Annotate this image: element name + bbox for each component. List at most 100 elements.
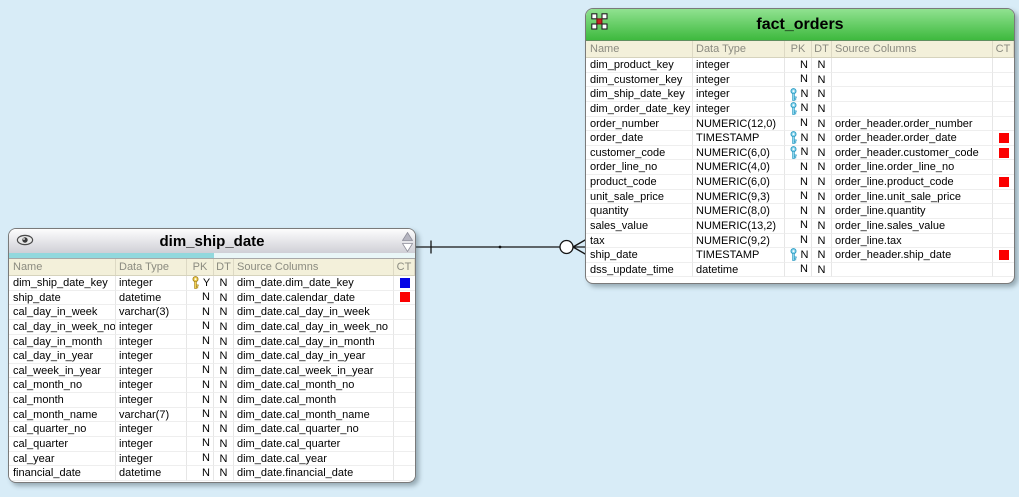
column-header-dt: DT	[812, 41, 832, 57]
cell-data-type: datetime	[116, 290, 187, 306]
cell-dt: N	[812, 116, 832, 132]
key-icon	[788, 87, 799, 101]
cell-dt: N	[812, 131, 832, 146]
cell-ct	[993, 58, 1014, 73]
cell-dt: N	[214, 451, 234, 467]
cell-ct	[993, 219, 1014, 234]
cell-dt: N	[214, 436, 234, 452]
cell-dt: N	[214, 319, 234, 335]
cell-data-type: TIMESTAMP	[693, 248, 785, 263]
cell-ct	[993, 190, 1014, 205]
scroll-down-icon[interactable]	[401, 243, 413, 252]
cell-pk: N	[187, 451, 214, 467]
cell-ct	[394, 466, 415, 481]
cell-data-type: datetime	[693, 262, 785, 278]
cell-data-type: NUMERIC(13,2)	[693, 218, 785, 234]
cell-source-columns: dim_date.cal_day_in_week	[234, 305, 394, 320]
key-icon	[788, 102, 799, 116]
cell-column-name: dim_ship_date_key	[9, 276, 116, 291]
cell-ct	[394, 276, 415, 291]
column-header-row: Name Data Type PK DT Source Columns CT	[9, 259, 415, 276]
cell-column-name: cal_week_in_year	[9, 363, 116, 379]
cell-source-columns: dim_date.cal_day_in_month	[234, 334, 394, 350]
cell-source-columns: order_line.sales_value	[832, 218, 993, 234]
cell-pk: N	[187, 349, 214, 364]
cell-source-columns: dim_date.cal_day_in_week_no	[234, 319, 394, 335]
table-fact-orders[interactable]: fact_orders Name Data Type PK DT Source …	[585, 8, 1015, 284]
pk-flag: Y	[202, 276, 211, 289]
cell-ct	[993, 146, 1014, 161]
cell-source-columns	[832, 101, 993, 117]
cell-data-type: varchar(7)	[116, 407, 187, 423]
eye-icon	[16, 234, 34, 246]
cell-pk: N	[187, 407, 214, 423]
cell-pk: N	[785, 248, 812, 263]
cell-source-columns: dim_date.cal_month	[234, 393, 394, 408]
table-header[interactable]: dim_ship_date	[9, 229, 415, 253]
key-icon	[190, 276, 201, 290]
line-midpoint-dot	[498, 245, 502, 249]
table-title: fact_orders	[756, 15, 844, 33]
cell-dt: N	[812, 262, 832, 278]
cell-source-columns: dim_date.cal_quarter	[234, 436, 394, 452]
table-header[interactable]: fact_orders	[586, 9, 1014, 41]
cell-data-type: NUMERIC(6,0)	[693, 145, 785, 161]
column-header-row: Name Data Type PK DT Source Columns CT	[586, 41, 1014, 58]
cell-dt: N	[812, 58, 832, 73]
cell-pk: N	[785, 262, 812, 278]
table-dim-ship-date[interactable]: dim_ship_date Name Data Type PK DT Sourc…	[8, 228, 416, 483]
cell-pk: N	[187, 363, 214, 379]
cell-data-type: NUMERIC(9,3)	[693, 189, 785, 205]
pk-flag: N	[800, 190, 808, 203]
cell-data-type: integer	[116, 393, 187, 408]
scroll-arrows[interactable]	[400, 230, 414, 252]
cell-dt: N	[214, 363, 234, 379]
cell-source-columns: order_line.quantity	[832, 204, 993, 219]
cell-dt: N	[812, 204, 832, 219]
pk-flag: N	[800, 263, 808, 276]
scroll-up-icon[interactable]	[401, 232, 413, 241]
cell-dt: N	[812, 218, 832, 234]
cell-ct	[993, 263, 1014, 278]
cell-source-columns: order_line.unit_sale_price	[832, 189, 993, 205]
cell-ct	[394, 422, 415, 437]
cell-source-columns: dim_date.cal_month_no	[234, 378, 394, 393]
pk-flag: N	[202, 335, 210, 348]
cell-data-type: integer	[116, 436, 187, 452]
cell-source-columns: dim_date.cal_day_in_year	[234, 349, 394, 364]
cell-data-type: NUMERIC(4,0)	[693, 160, 785, 175]
cell-data-type: integer	[116, 422, 187, 437]
pk-flag: N	[202, 291, 210, 304]
key-icon	[788, 131, 799, 145]
